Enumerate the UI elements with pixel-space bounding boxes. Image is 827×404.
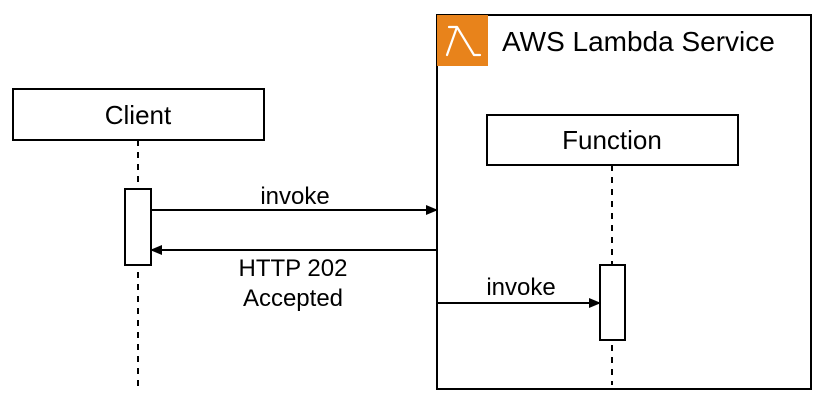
client-activation-bar xyxy=(124,188,152,266)
response-label-line1: HTTP 202 xyxy=(239,255,348,282)
function-label: Function xyxy=(562,125,662,155)
function-invoke-label: invoke xyxy=(486,274,555,301)
lambda-icon xyxy=(437,15,488,66)
function-box xyxy=(486,114,739,166)
service-title: AWS Lambda Service xyxy=(502,26,775,57)
client-invoke-label: invoke xyxy=(260,183,329,210)
lambda-service-frame xyxy=(436,14,812,390)
client-label: Client xyxy=(105,100,172,130)
function-activation-bar xyxy=(599,264,626,341)
response-label-line2: Accepted xyxy=(243,285,343,312)
